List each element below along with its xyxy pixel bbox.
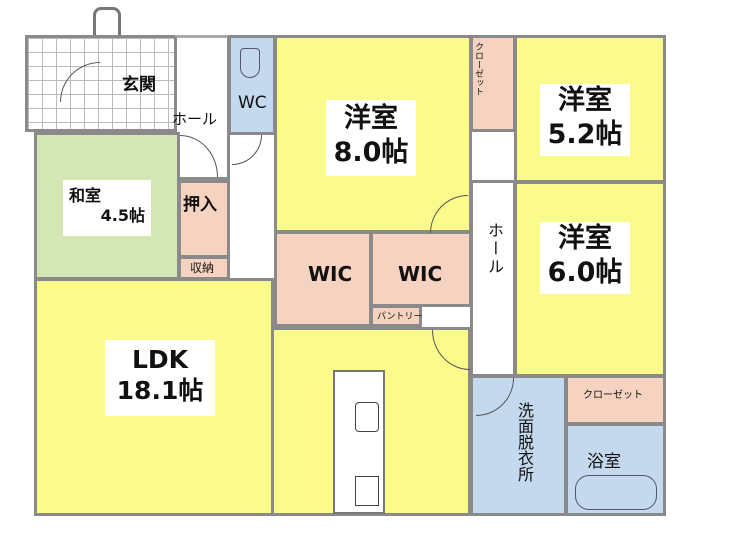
yoshitsu-6-size: 6.0帖 — [547, 256, 623, 288]
ldk-size: 18.1帖 — [116, 376, 204, 406]
room-label-pantry: パントリー — [377, 312, 423, 322]
washitsu-size: 4.5帖 — [100, 206, 145, 225]
wc-door[interactable] — [232, 135, 262, 165]
bathtub-icon — [575, 475, 657, 510]
yoshitsu-6-name: 洋室 — [558, 223, 612, 254]
porch-handrail — [93, 7, 121, 35]
room-label-yoshitsu-5: 洋室 5.2帖 — [540, 84, 630, 156]
room-label-ldk: LDK 18.1帖 — [105, 340, 215, 416]
room-label-yoshitsu-8: 洋室 8.0帖 — [326, 100, 416, 176]
stove-icon — [355, 476, 379, 506]
room-label-hall-top: ホール — [172, 110, 218, 128]
yoshitsu-5-size: 5.2帖 — [547, 118, 623, 150]
room-senmen — [470, 375, 567, 516]
room-label-closet-bottom: クローゼット — [583, 390, 643, 401]
room-label-washitsu: 和室 4.5帖 — [63, 180, 151, 236]
room-label-wc: WC — [238, 93, 267, 113]
washitsu-name: 和室 — [69, 186, 102, 205]
room-label-yokushitsu: 浴室 — [587, 452, 621, 472]
room-label-hall-mid: ホール — [485, 222, 504, 276]
ldk-name: LDK — [131, 345, 189, 374]
room-label-oshiire: 押入 — [183, 195, 217, 215]
wic-1 — [274, 231, 372, 327]
yoshitsu-8-name: 洋室 — [344, 103, 398, 134]
room-label-closet-top: クローゼット — [473, 42, 483, 96]
yoshitsu-5-name: 洋室 — [558, 85, 612, 116]
room-label-genkan: 玄関 — [122, 75, 156, 95]
room-label-shuno: 収納 — [190, 261, 215, 275]
room-label-wic-1: WIC — [308, 262, 353, 286]
pantry — [370, 305, 422, 327]
toilet-icon — [240, 48, 260, 78]
yoshitsu-8-size: 8.0帖 — [333, 136, 409, 168]
room-label-yoshitsu-6: 洋室 6.0帖 — [540, 222, 630, 294]
kitchen-counter — [333, 370, 385, 514]
room-label-wic-2: WIC — [398, 262, 443, 286]
wic-2 — [370, 231, 472, 307]
room-label-senmen: 洗面脱衣所 — [515, 402, 534, 482]
sink-icon — [355, 402, 379, 432]
entrance-porch — [25, 35, 177, 132]
hall-mid — [470, 180, 516, 377]
